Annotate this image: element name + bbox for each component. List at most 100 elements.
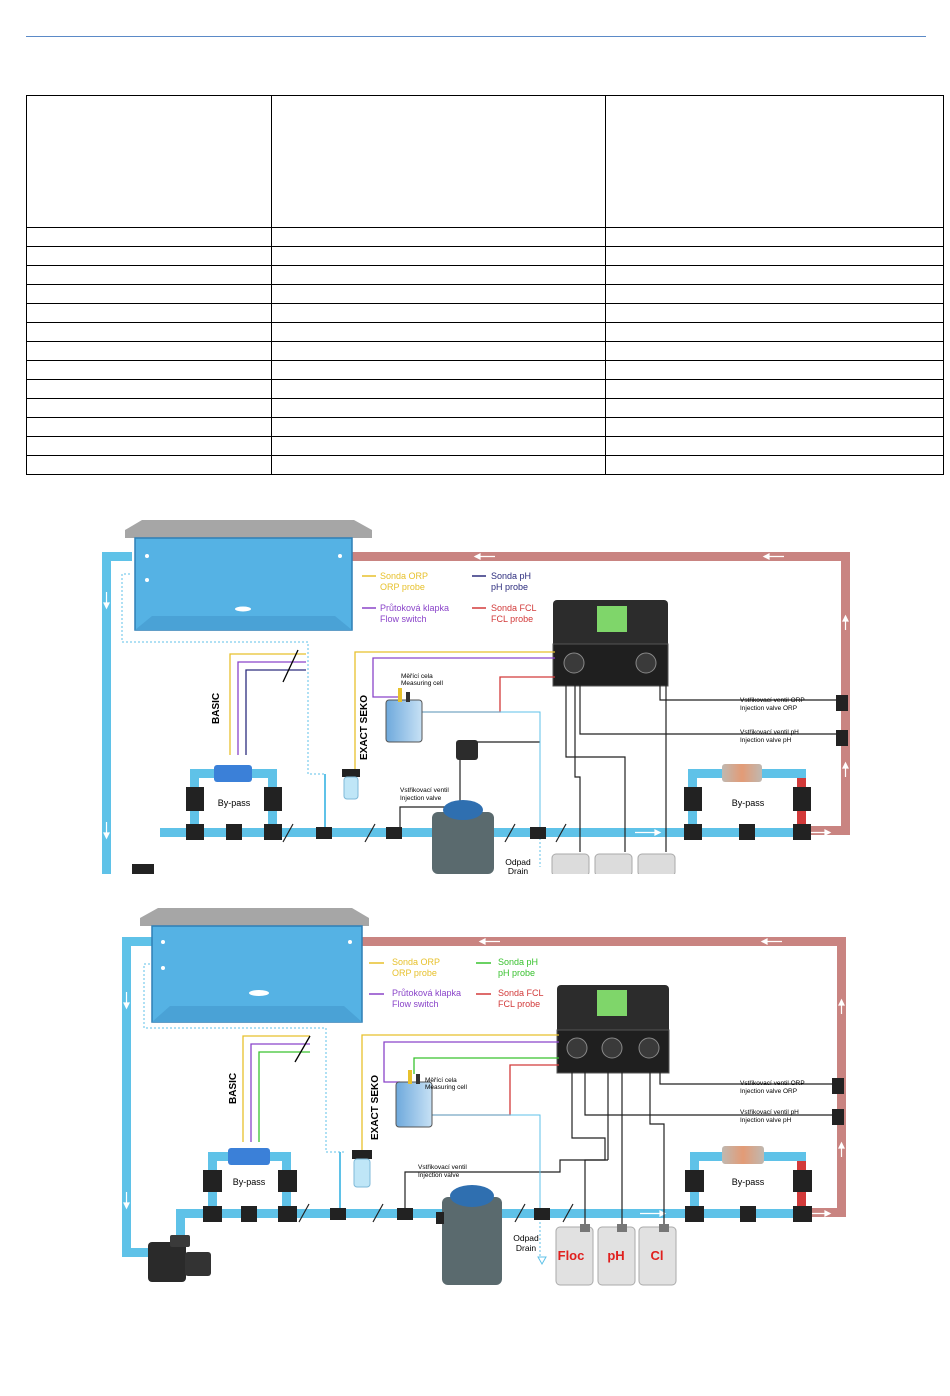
- drain-2: Drain: [508, 866, 529, 874]
- tank-ph-label: pH: [607, 1248, 624, 1263]
- table-cell: [26, 360, 272, 380]
- table-cell: [26, 265, 272, 285]
- drain-1: Odpad: [505, 857, 531, 867]
- installation-diagram-1: Sonda ORP ORP probe Sonda pH pH probe Pr…: [102, 520, 850, 874]
- exact-seko-label: EXACT SEKO: [359, 695, 370, 760]
- table-cell: [605, 303, 944, 323]
- table-cell: [26, 379, 272, 399]
- inj-ph-1: Vstřikovací ventil pH: [740, 729, 799, 736]
- table-cell: [26, 246, 272, 266]
- table-header-row: [26, 95, 944, 228]
- table-row: [26, 455, 944, 475]
- inj-2: Injection valve: [400, 795, 442, 802]
- pool: [140, 908, 369, 1023]
- circulation-pump: [148, 1235, 211, 1282]
- header-rule: [26, 36, 926, 37]
- table-row: [26, 322, 944, 342]
- table-cell: [605, 246, 944, 266]
- bypass-left-label: By-pass: [218, 798, 251, 808]
- bypass-right-label: By-pass: [732, 1177, 765, 1187]
- legend-ph-1: Sonda pH: [491, 571, 531, 581]
- table-cell: [605, 95, 944, 228]
- table-cell: [605, 360, 944, 380]
- legend-flow-1: Průtoková klapka: [392, 988, 461, 998]
- inj-1: Vstřikovací ventil: [418, 1164, 467, 1171]
- filter-cartridge: [342, 769, 360, 800]
- bypass-right: By-pass: [685, 1146, 812, 1222]
- table-row: [26, 360, 944, 380]
- basic-label: BASIC: [228, 1073, 239, 1104]
- table-row: [26, 379, 944, 399]
- bypass-right: By-pass: [684, 764, 811, 840]
- cell-label-2: Measuring cell: [425, 1084, 467, 1091]
- inline-valves: [316, 695, 848, 839]
- inj-orp-2: Injection valve ORP: [740, 1088, 797, 1095]
- inj-orp-1: Vstřikovací ventil ORP: [740, 697, 805, 704]
- table-cell: [271, 227, 606, 247]
- table-row: [26, 227, 944, 247]
- drain-2: Drain: [516, 1243, 537, 1253]
- legend-orp-1: Sonda ORP: [380, 571, 428, 581]
- table-cell: [26, 455, 272, 475]
- table-cell: [26, 303, 272, 323]
- flow-arrows: [103, 553, 849, 840]
- inline-valves: [330, 1078, 844, 1220]
- cell-label-1: Měřící cela: [401, 673, 433, 680]
- table-cell: [271, 379, 606, 399]
- bypass-left-label: By-pass: [233, 1177, 266, 1187]
- inj-orp-2: Injection valve ORP: [740, 705, 797, 712]
- table-row: [26, 303, 944, 323]
- return-pipe: [352, 552, 850, 835]
- pool: [125, 520, 372, 631]
- table-cell: [26, 322, 272, 342]
- sand-filter: [432, 800, 494, 874]
- inj-ph-2: Injection valve pH: [740, 1117, 792, 1124]
- suction-pipe: [122, 937, 131, 1255]
- table-cell: [605, 398, 944, 418]
- cell-label-1: Měřící cela: [425, 1077, 457, 1084]
- drain-1: Odpad: [513, 1233, 539, 1243]
- table-cell: [26, 398, 272, 418]
- table-cell: [271, 341, 606, 361]
- table-row: [26, 246, 944, 266]
- legend-fcl-1: Sonda FCL: [491, 603, 537, 613]
- table-cell: [605, 284, 944, 304]
- legend-flow-1: Průtoková klapka: [380, 603, 449, 613]
- bypass-right-label: By-pass: [732, 798, 765, 808]
- chemical-tanks: [551, 853, 676, 874]
- table-cell: [271, 95, 606, 228]
- table-cell: [271, 398, 606, 418]
- measuring-cell: Měřící cela Measuring cell: [395, 1070, 467, 1128]
- legend-ph-2: pH probe: [491, 582, 528, 592]
- legend-ph-1: Sonda pH: [498, 957, 538, 967]
- table-cell: [271, 436, 606, 456]
- spec-table: [26, 95, 944, 475]
- table-row: [26, 265, 944, 285]
- controller: [552, 600, 669, 687]
- legend-flow-2: Flow switch: [380, 614, 427, 624]
- controller: [556, 985, 670, 1074]
- legend-fcl-1: Sonda FCL: [498, 988, 544, 998]
- table-cell: [271, 360, 606, 380]
- pump-top: [132, 864, 154, 874]
- tank-floc-label: Floc: [558, 1248, 585, 1263]
- table-row: [26, 341, 944, 361]
- inj-ph-2: Injection valve pH: [740, 737, 792, 744]
- tank-cl-label: Cl: [651, 1248, 664, 1263]
- installation-diagram-2: Sonda ORP ORP probe Sonda pH pH probe Pr…: [122, 908, 846, 1286]
- table-row: [26, 398, 944, 418]
- table-row: [26, 436, 944, 456]
- basic-label: BASIC: [211, 693, 222, 724]
- table-cell: [271, 455, 606, 475]
- measuring-cell: Měřící cela Measuring cell: [385, 673, 443, 743]
- cell-label-2: Measuring cell: [401, 680, 443, 687]
- table-cell: [26, 284, 272, 304]
- table-cell: [605, 455, 944, 475]
- table-row: [26, 284, 944, 304]
- legend-orp-2: ORP probe: [392, 968, 437, 978]
- legend: Sonda ORP ORP probe Sonda pH pH probe Pr…: [362, 571, 537, 624]
- table-cell: [605, 227, 944, 247]
- legend-fcl-2: FCL probe: [491, 614, 533, 624]
- table-cell: [605, 341, 944, 361]
- inj-2: Injection valve: [418, 1172, 460, 1179]
